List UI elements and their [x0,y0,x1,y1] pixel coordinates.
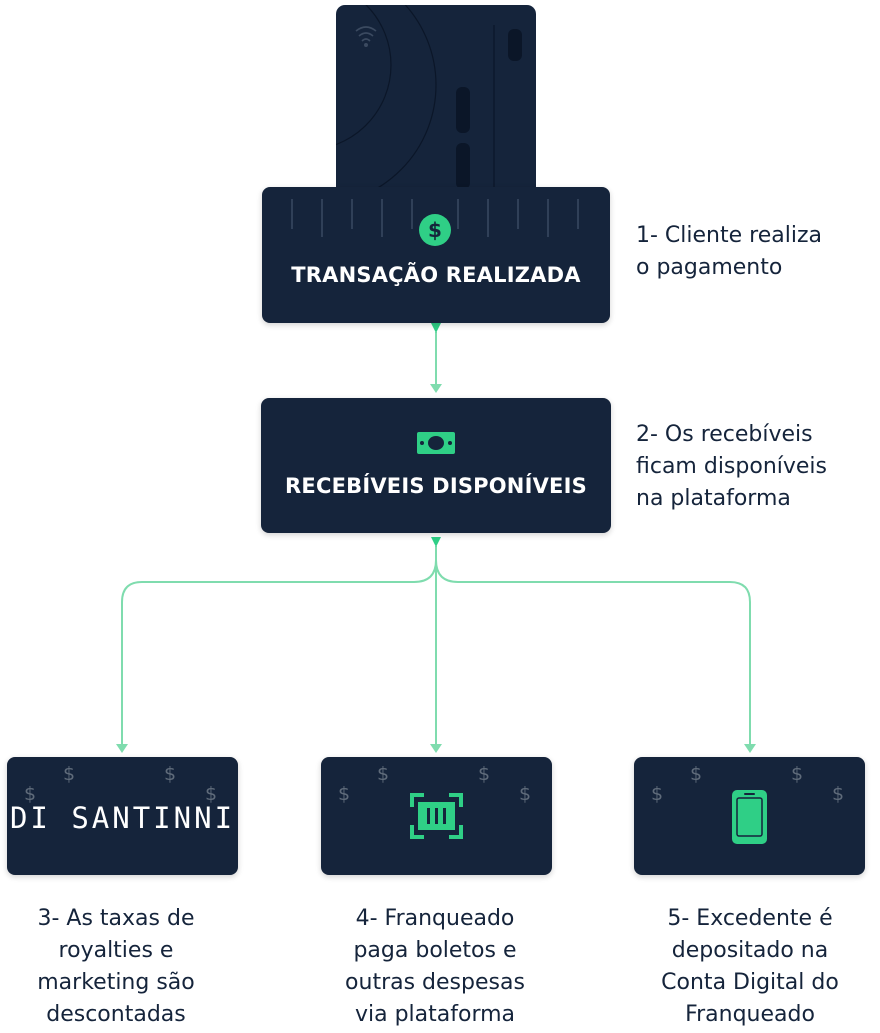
smartphone-icon [732,790,767,844]
caption-line: 2- Os recebíveis [636,422,813,447]
dollar-icon: $ [205,783,218,805]
royalties-node: $ $ $ $ DI SANTINNI [7,757,238,875]
dollar-icon: $ [24,783,37,805]
caption-line: 3- As taxas de [37,906,195,931]
dollar-icon: $ [63,763,76,785]
svg-text:$: $ [428,218,442,242]
dollar-icon: $ [690,763,703,785]
recebiveis-title: RECEBÍVEIS DISPONÍVEIS [285,474,587,498]
caption-line: outras despesas [345,970,525,995]
contactless-icon [355,26,377,47]
step5-caption: 5- Excedente é depositado na Conta Digit… [630,903,870,1031]
transacao-title: TRANSAÇÃO REALIZADA [291,263,581,287]
caption-line: 5- Excedente é [667,906,833,931]
caption-line: 1- Cliente realiza [636,223,822,248]
card-slot [508,29,522,61]
di-santinni-logo: DI SANTINNI [9,801,236,835]
dollar-icon: $ [164,763,177,785]
conta-digital-node: $ $ $ $ [634,757,865,875]
caption-line: royalties e [58,938,174,963]
dollar-icon: $ [651,783,664,805]
step1-caption: 1- Cliente realiza o pagamento [636,220,822,284]
card-slot [456,143,470,189]
caption-line: o pagamento [636,255,783,280]
step4-caption: 4- Franqueado paga boletos e outras desp… [315,903,555,1031]
dollar-icon: $ [519,783,532,805]
step3-caption: 3- As taxas de royalties e marketing são… [0,903,232,1031]
caption-line: na plataforma [636,486,791,511]
banknote-icon [417,432,455,454]
caption-line: via plataforma [354,1002,516,1027]
transacao-node: $ TRANSAÇÃO REALIZADA [262,187,610,323]
caption-line: Franqueado [685,1002,815,1027]
card-reader-ticks: $ [291,199,579,246]
boletos-node: $ $ $ $ [321,757,552,875]
card-decoration [336,5,495,205]
card-slot [456,87,470,133]
caption-line: marketing são [37,970,195,995]
dollar-coin-icon: $ [419,214,451,246]
dollar-icon: $ [478,763,491,785]
barcode-scan-icon [410,793,463,839]
dollar-icon: $ [338,783,351,805]
caption-line: Conta Digital do [661,970,839,995]
dollar-icon: $ [377,763,390,785]
caption-line: ficam disponíveis [636,454,828,479]
caption-line: paga boletos e [353,938,517,963]
step2-caption: 2- Os recebíveis ficam disponíveis na pl… [636,419,827,515]
caption-line: 4- Franqueado [355,906,515,931]
dollar-icon: $ [832,783,845,805]
recebiveis-node: RECEBÍVEIS DISPONÍVEIS [261,398,611,533]
caption-line: depositado na [671,938,829,963]
credit-card [336,5,536,205]
caption-line: descontadas [46,1002,186,1027]
dollar-icon: $ [791,763,804,785]
